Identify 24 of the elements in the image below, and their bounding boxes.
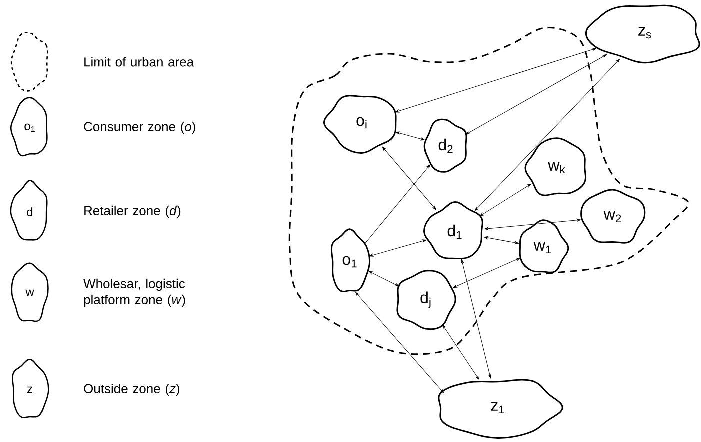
symbol-label: z <box>28 386 32 394</box>
arrow <box>395 48 597 113</box>
arrow <box>484 218 581 230</box>
arrow <box>365 164 431 244</box>
arrow <box>480 184 532 217</box>
arrow <box>369 240 427 257</box>
arrow <box>396 132 425 141</box>
arrow <box>356 292 444 394</box>
legend-text: Retailer zone (d) <box>84 206 181 218</box>
arrow <box>461 259 492 378</box>
legend-text: Consumer zone (o) <box>84 122 196 134</box>
arrow <box>382 146 436 210</box>
legend-text: Outside zone (z) <box>84 384 180 396</box>
arrow <box>484 236 520 244</box>
legend-text: Wholesar, logistic platform zone (w) <box>84 278 186 308</box>
arrow <box>368 271 400 287</box>
legend-text: Limit of urban area <box>84 57 194 67</box>
arrow <box>453 258 521 288</box>
symbol-label: o$_{1}$ <box>24 124 35 132</box>
arrow <box>474 59 620 212</box>
arrow <box>466 54 607 135</box>
symbol-label: w <box>26 290 34 296</box>
symbol-label: d <box>27 208 33 216</box>
arrow <box>442 324 480 380</box>
